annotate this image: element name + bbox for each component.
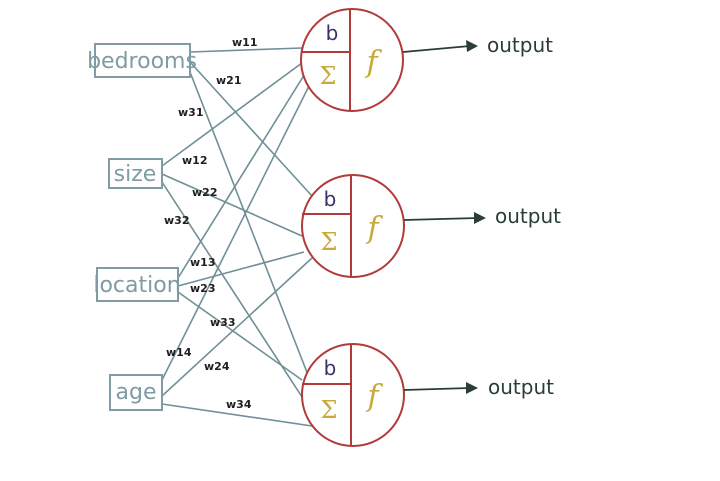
- input-box: [94, 43, 191, 78]
- edge-location-n3: [177, 291, 303, 381]
- output-label: output: [488, 375, 554, 399]
- weight-w32: w32: [164, 214, 189, 227]
- neuron-2: b Σ f: [301, 174, 405, 278]
- arrow-head-icon: [466, 40, 478, 52]
- neuron-sum: Σ: [321, 396, 338, 424]
- input-bedrooms: bedrooms: [87, 43, 197, 78]
- neuron-1: b Σ f: [300, 8, 404, 112]
- output-3: output: [403, 375, 554, 399]
- edge-bedrooms-n2: [189, 61, 313, 197]
- weight-labels: w11 w21 w31 w12 w22 w32 w13 w23 w33 w14 …: [164, 36, 257, 411]
- input-box: [96, 267, 179, 302]
- weight-w11: w11: [232, 36, 257, 49]
- output-label: output: [495, 204, 561, 228]
- neuron-sum: Σ: [321, 228, 338, 256]
- edge-size-n2: [161, 173, 303, 237]
- weight-w13: w13: [190, 256, 215, 269]
- input-box: [109, 374, 163, 411]
- input-size: size: [108, 158, 163, 189]
- weight-w22: w22: [192, 186, 217, 199]
- input-box: [108, 158, 163, 189]
- input-label: size: [114, 162, 157, 187]
- output-1: output: [402, 33, 553, 57]
- edge-location-n1: [177, 71, 307, 279]
- edge-location-n2: [177, 251, 305, 287]
- weight-w31: w31: [178, 106, 203, 119]
- weight-w14: w14: [166, 346, 192, 359]
- edge-age-n2: [161, 257, 313, 397]
- input-label: location: [93, 273, 180, 298]
- output-arrow: [402, 45, 471, 53]
- neuron-circle: [301, 343, 405, 447]
- neuron-bias: b: [324, 187, 337, 211]
- neuron-sum: Σ: [320, 62, 337, 90]
- edge-bedrooms-n1: [189, 47, 303, 53]
- weight-w24: w24: [204, 360, 230, 373]
- weight-w34: w34: [226, 398, 252, 411]
- input-label: bedrooms: [87, 49, 197, 74]
- edge-age-n1: [161, 79, 313, 381]
- input-label: age: [116, 380, 157, 405]
- output-2: output: [403, 204, 561, 228]
- neuron-circle: [301, 174, 405, 278]
- input-age: age: [109, 374, 163, 411]
- connections: [161, 47, 313, 427]
- weight-w21: w21: [216, 74, 241, 87]
- edge-bedrooms-n3: [189, 71, 309, 376]
- output-arrow: [403, 217, 479, 221]
- neuron-3: b Σ f: [301, 343, 405, 447]
- neuron-bias: b: [324, 356, 337, 380]
- edge-age-n3: [161, 403, 313, 427]
- neuron-circle: [300, 8, 404, 112]
- weight-w23: w23: [190, 282, 215, 295]
- output-label: output: [487, 33, 553, 57]
- arrow-head-icon: [474, 212, 486, 224]
- weight-w33: w33: [210, 316, 235, 329]
- output-arrow: [403, 387, 471, 391]
- weight-w12: w12: [182, 154, 207, 167]
- input-location: location: [93, 267, 181, 302]
- arrow-head-icon: [466, 382, 478, 394]
- edge-size-n1: [161, 59, 307, 167]
- neuron-bias: b: [326, 21, 339, 45]
